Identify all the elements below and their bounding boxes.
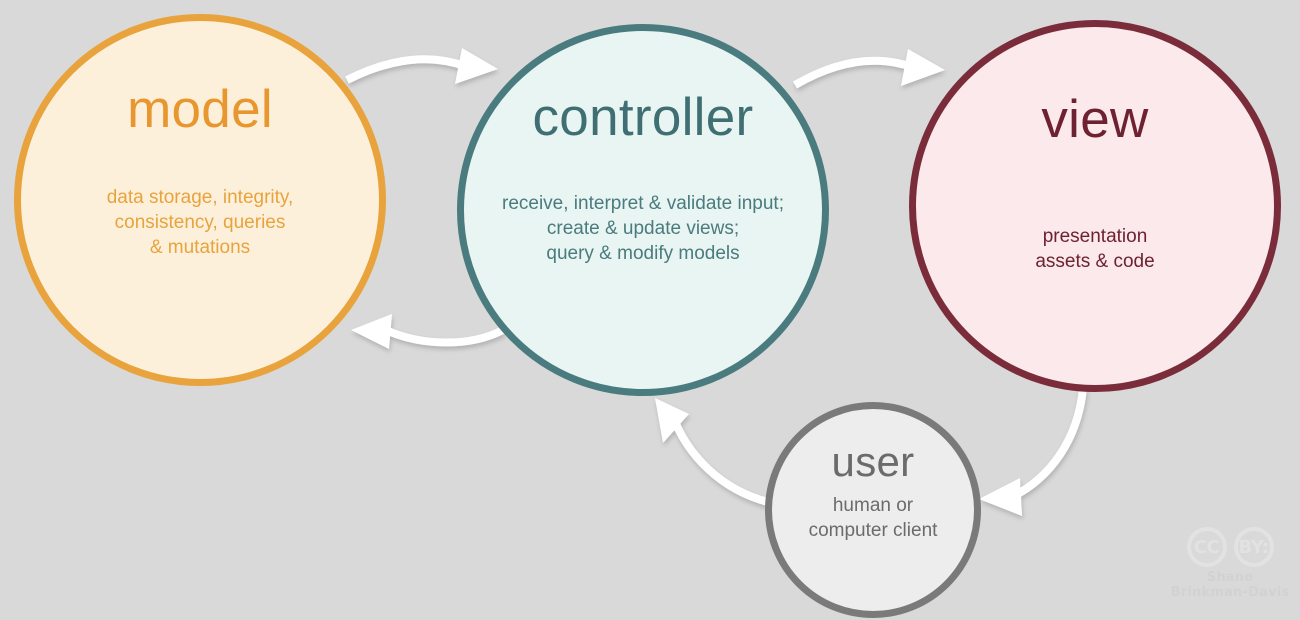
arrow-user-to-controller [655,398,770,506]
creative-commons-badges[interactable]: CC BY: [1168,527,1292,567]
arrow-controller-to-view [792,49,945,89]
node-model-title: model [127,80,273,139]
attribution-block: CC BY: Shane Brinkman-Davis [1168,527,1292,601]
node-controller[interactable]: controller receive, interpret & validate… [457,24,829,396]
arrow-view-to-user [979,387,1087,516]
creative-commons-icon: CC [1186,527,1227,567]
node-user[interactable]: user human or computer client [765,402,981,618]
node-view-description: presentation assets & code [1035,226,1155,273]
author-name-first-line: Shane [1206,570,1254,585]
author-name-second-line: Brinkman-Davis [1170,584,1290,600]
node-view-title: view [1041,90,1149,149]
node-user-description: human or computer client [808,495,938,542]
node-model-description: data storage, integrity, consistency, qu… [106,187,294,259]
node-view[interactable]: view presentation assets & code [909,20,1281,392]
node-controller-description: receive, interpret & validate input; cre… [502,193,784,265]
node-model[interactable]: model data storage, integrity, consisten… [14,14,386,386]
node-user-title: user [831,438,915,485]
arrow-model-to-controller [345,48,498,84]
node-controller-title: controller [532,88,754,147]
attribution-by-icon: BY: [1233,527,1274,567]
arrow-controller-to-model [351,314,505,349]
